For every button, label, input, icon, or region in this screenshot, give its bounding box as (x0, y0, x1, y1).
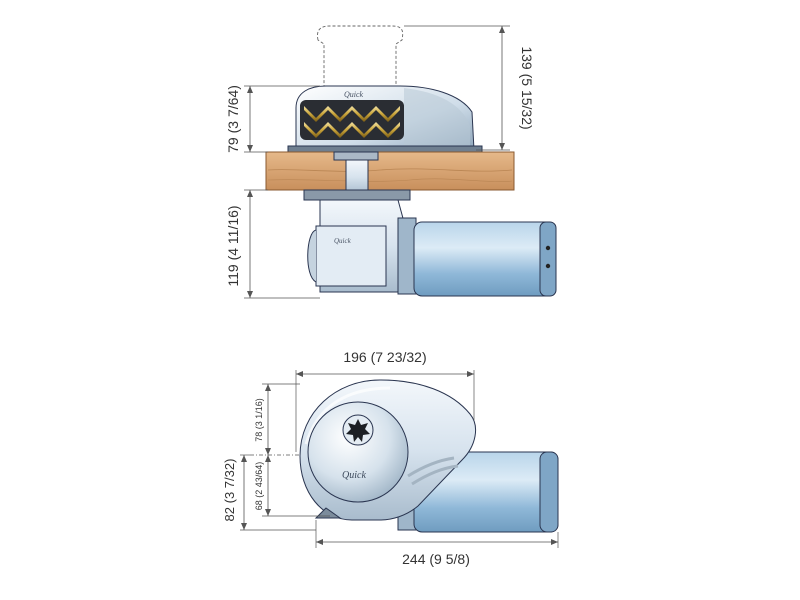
deck-section (265, 151, 515, 191)
side-view: Quick Quick (225, 25, 557, 299)
top-view: Quick (222, 349, 559, 567)
chain-pipe-outline (317, 25, 404, 87)
gear-teeth (304, 106, 400, 138)
winch-handle-socket (342, 414, 374, 446)
top-housing: Quick (287, 85, 483, 153)
motor-side (397, 217, 557, 297)
dim-depth-total-label: 82 (3 7/32) (222, 459, 237, 522)
dim-below-deck-label: 119 (4 11/16) (225, 205, 241, 286)
side-dimensions (244, 25, 510, 299)
dim-height-total-label: 139 (5 15/32) (519, 46, 535, 129)
windlass-housing-top: Quick (299, 379, 477, 521)
dim-above-deck-label: 79 (3 7/64) (225, 85, 241, 153)
dim-depth-lower-label: 68 (2 43/64) (254, 462, 264, 511)
gearbox-logo: Quick (334, 237, 352, 245)
top-dimensions (240, 370, 559, 548)
brand-logo: Quick (344, 90, 364, 99)
dim-total-length-label: 244 (9 5/8) (402, 551, 470, 567)
gearbox: Quick (307, 199, 405, 293)
dim-depth-upper-label: 78 (3 1/16) (254, 398, 264, 442)
top-brand-logo: Quick (342, 470, 366, 481)
drum (307, 401, 409, 503)
dim-width-housing-label: 196 (7 23/32) (343, 349, 426, 365)
